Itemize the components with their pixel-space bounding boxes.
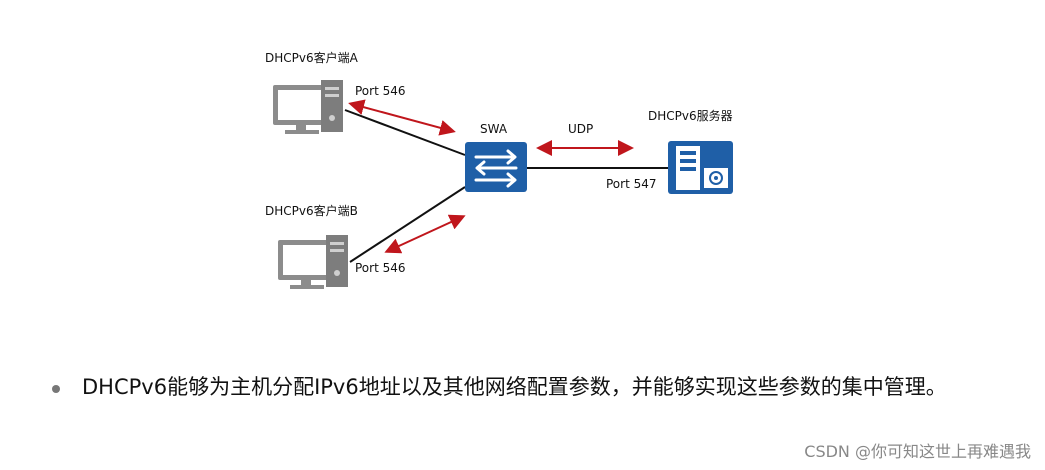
dhcpv6-topology-diagram: DHCPv6客户端A Port 546 SWA UDP DHCPv6服务器 Po… bbox=[265, 50, 733, 289]
switch-icon bbox=[465, 142, 527, 192]
bullet-text: DHCPv6能够为主机分配IPv6地址以及其他网络配置参数，并能够实现这些参数的… bbox=[82, 375, 947, 399]
client-b-computer-icon bbox=[278, 235, 348, 289]
port-b-label: Port 546 bbox=[355, 261, 406, 275]
server-icon bbox=[668, 141, 733, 194]
switch-label: SWA bbox=[480, 122, 508, 136]
client-b-label: DHCPv6客户端B bbox=[265, 203, 358, 218]
port-server-label: Port 547 bbox=[606, 177, 657, 191]
server-label: DHCPv6服务器 bbox=[648, 108, 733, 123]
link-client-a-to-switch bbox=[344, 109, 466, 156]
client-a-label: DHCPv6客户端A bbox=[265, 50, 359, 65]
arrow-client-a bbox=[348, 99, 456, 136]
bullet-item: DHCPv6能够为主机分配IPv6地址以及其他网络配置参数，并能够实现这些参数的… bbox=[52, 368, 1012, 406]
bullet-dot bbox=[52, 385, 60, 393]
arrow-client-b bbox=[384, 214, 466, 254]
client-a-computer-icon bbox=[273, 80, 343, 134]
port-a-label: Port 546 bbox=[355, 84, 406, 98]
csdn-watermark: CSDN @你可知这世上再难遇我 bbox=[804, 442, 1031, 461]
udp-label: UDP bbox=[568, 122, 593, 136]
